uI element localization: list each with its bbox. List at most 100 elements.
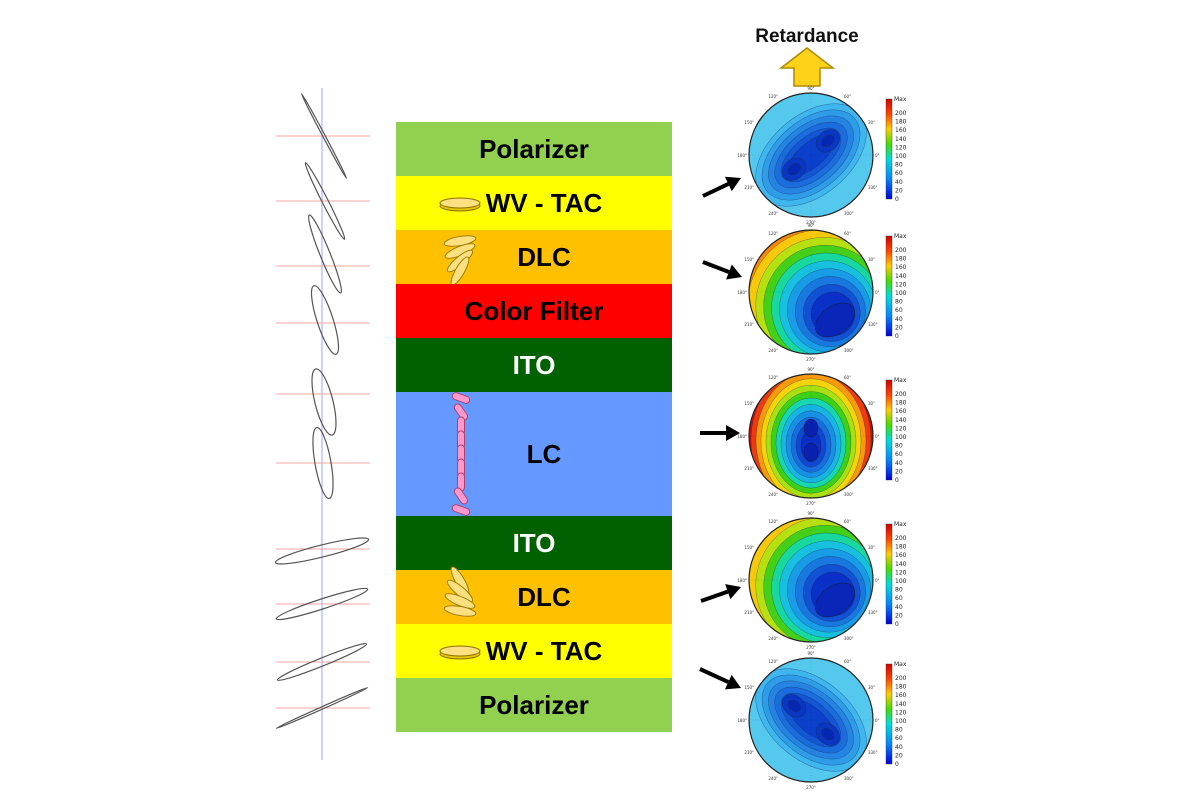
retardance-title: Retardance bbox=[755, 26, 859, 47]
polar-angle-label: 210° bbox=[744, 466, 754, 471]
retardance-plot-dlc-top: 90°270°180°0°120°60°240°300°150°30°210°3… bbox=[737, 223, 907, 362]
polar-angle-label: 180° bbox=[737, 153, 747, 158]
layer-band bbox=[396, 284, 672, 338]
colorbar-tick: 40 bbox=[895, 316, 903, 323]
polar-angle-label: 60° bbox=[844, 519, 851, 524]
colorbar-tick: 120 bbox=[895, 569, 907, 576]
layer-label: Polarizer bbox=[479, 134, 589, 164]
tilted-disks-icon bbox=[443, 235, 477, 286]
layer-band bbox=[396, 570, 672, 624]
colorbar-tick: 60 bbox=[895, 451, 903, 458]
disk-icon bbox=[439, 645, 481, 660]
layer-band bbox=[396, 122, 672, 176]
colorbar-tick: 160 bbox=[895, 692, 907, 699]
polar-angle-label: 180° bbox=[737, 718, 747, 723]
polar-angle-label: 300° bbox=[844, 776, 854, 781]
colorbar-tick: 100 bbox=[895, 718, 907, 725]
polar-angle-label: 150° bbox=[744, 257, 754, 262]
pointer-arrow-icon bbox=[700, 584, 741, 603]
colorbar-tick: 20 bbox=[895, 324, 903, 331]
polar-angle-label: 240° bbox=[768, 776, 778, 781]
lc-molecules-icon bbox=[451, 392, 471, 516]
polar-angle-label: 0° bbox=[875, 718, 880, 723]
polar-angle-label: 180° bbox=[737, 578, 747, 583]
tilted-disks-icon bbox=[443, 566, 477, 617]
polar-angle-label: 300° bbox=[844, 348, 854, 353]
colorbar-tick: 100 bbox=[895, 290, 907, 297]
polarization-ellipse-sketch bbox=[274, 88, 370, 760]
colorbar-tick: 80 bbox=[895, 162, 903, 169]
layer-color-filter: Color Filter bbox=[396, 284, 672, 338]
layer-label: DLC bbox=[517, 242, 571, 272]
layer-polarizer-top: Polarizer bbox=[396, 122, 672, 176]
polar-angle-label: 210° bbox=[744, 185, 754, 190]
polar-angle-label: 120° bbox=[768, 231, 778, 236]
layer-polarizer-bottom: Polarizer bbox=[396, 678, 672, 732]
pointer-arrow-icon bbox=[700, 425, 740, 441]
polar-angle-label: 240° bbox=[768, 348, 778, 353]
polar-angle-label: 270° bbox=[806, 220, 816, 225]
layer-band bbox=[396, 516, 672, 570]
polar-angle-label: 0° bbox=[875, 578, 880, 583]
colorbar-max-label: Max bbox=[894, 96, 907, 103]
colorbar-tick: 60 bbox=[895, 595, 903, 602]
polar-angle-label: 300° bbox=[844, 636, 854, 641]
colorbar-tick: 80 bbox=[895, 727, 903, 734]
colorbar-tick: 20 bbox=[895, 752, 903, 759]
polar-angle-label: 30° bbox=[868, 685, 875, 690]
polar-angle-label: 30° bbox=[868, 120, 875, 125]
polar-angle-label: 90° bbox=[807, 651, 814, 656]
layer-label: WV - TAC bbox=[486, 636, 603, 666]
retardance-plot-lc: 90°270°180°0°120°60°240°300°150°30°210°3… bbox=[737, 367, 907, 506]
colorbar-tick: 20 bbox=[895, 612, 903, 619]
retardance-plot-wv-tac-bottom: 90°270°180°0°120°60°240°300°150°30°210°3… bbox=[737, 651, 907, 790]
polar-angle-label: 180° bbox=[737, 434, 747, 439]
polar-angle-label: 0° bbox=[875, 434, 880, 439]
polar-angle-label: 330° bbox=[868, 466, 878, 471]
polar-angle-label: 270° bbox=[806, 357, 816, 362]
layer-dlc-top: DLC bbox=[396, 230, 672, 286]
colorbar-tick: 0 bbox=[895, 477, 899, 484]
colorbar-tick: 120 bbox=[895, 281, 907, 288]
colorbar-tick: 200 bbox=[895, 391, 907, 398]
colorbar-tick: 40 bbox=[895, 744, 903, 751]
colorbar-tick: 180 bbox=[895, 119, 907, 126]
colorbar-max-label: Max bbox=[894, 661, 907, 668]
retardance-plots: 90°270°180°0°120°60°240°300°150°30°210°3… bbox=[737, 86, 907, 790]
colorbar-tick: 100 bbox=[895, 434, 907, 441]
layer-label: Color Filter bbox=[465, 296, 604, 326]
polar-angle-label: 0° bbox=[875, 153, 880, 158]
polar-angle-label: 330° bbox=[868, 750, 878, 755]
colorbar-tick: 20 bbox=[895, 468, 903, 475]
colorbar-tick: 200 bbox=[895, 110, 907, 117]
layer-band bbox=[396, 392, 672, 516]
layer-label: ITO bbox=[513, 350, 556, 380]
polar-angle-label: 270° bbox=[806, 785, 816, 790]
polar-angle-label: 180° bbox=[737, 290, 747, 295]
polar-angle-label: 120° bbox=[768, 519, 778, 524]
polar-angle-label: 30° bbox=[868, 545, 875, 550]
colorbar-tick: 60 bbox=[895, 735, 903, 742]
polar-angle-label: 330° bbox=[868, 322, 878, 327]
colorbar-tick: 120 bbox=[895, 709, 907, 716]
colorbar-tick: 160 bbox=[895, 127, 907, 134]
colorbar-tick: 100 bbox=[895, 578, 907, 585]
layer-label: LC bbox=[527, 439, 562, 469]
colorbar-tick: 0 bbox=[895, 196, 899, 203]
polar-angle-label: 240° bbox=[768, 492, 778, 497]
polar-angle-label: 270° bbox=[806, 645, 816, 650]
polar-angle-label: 150° bbox=[744, 685, 754, 690]
colorbar-tick: 140 bbox=[895, 561, 907, 568]
polar-angle-label: 90° bbox=[807, 511, 814, 516]
colorbar-tick: 160 bbox=[895, 264, 907, 271]
colorbar-tick: 180 bbox=[895, 400, 907, 407]
colorbar-tick: 40 bbox=[895, 604, 903, 611]
layer-wv-tac-top: WV - TAC bbox=[396, 176, 672, 230]
retardance-plot-wv-tac-top: 90°270°180°0°120°60°240°300°150°30°210°3… bbox=[737, 86, 907, 225]
colorbar-max-label: Max bbox=[894, 233, 907, 240]
